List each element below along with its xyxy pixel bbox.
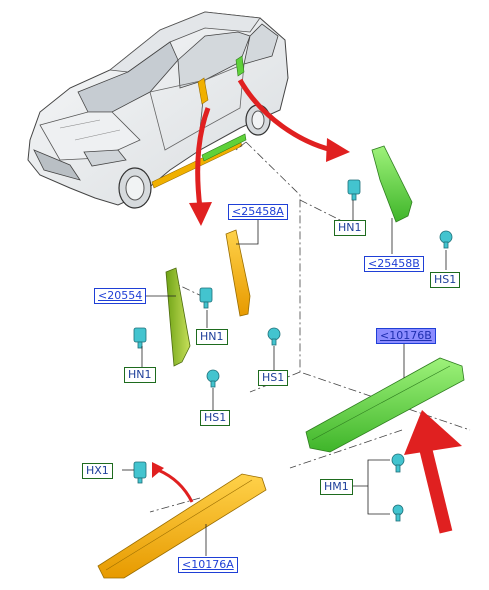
fastener-hs1-left[interactable]: HS1 [200, 410, 231, 426]
part-ref-10176a[interactable]: <10176A [178, 557, 238, 573]
fastener-hm1[interactable]: HM1 [320, 479, 353, 495]
red-arrow-icon [237, 78, 350, 162]
sill-trim-10176b [305, 357, 465, 453]
leader-lines [122, 200, 447, 556]
fastener-hn1-mid[interactable]: HN1 [196, 329, 228, 345]
red-arrow-icon [152, 462, 194, 503]
fastener-hn1-right[interactable]: HN1 [334, 220, 366, 236]
clip-icon [199, 287, 213, 309]
pillar-trim-25458b [371, 145, 413, 223]
fastener-hs1-mid[interactable]: HS1 [258, 370, 289, 386]
fastener-hs1-right[interactable]: HS1 [430, 272, 461, 288]
screw-icon [391, 453, 405, 473]
sill-trim-10176a [97, 473, 267, 579]
clip-icon [347, 179, 361, 201]
part-ref-20554[interactable]: <20554 [94, 288, 147, 304]
screw-icon [392, 504, 404, 522]
red-arrow-icon [404, 410, 462, 534]
screw-icon [267, 327, 281, 346]
pillar-trim-25458a [225, 229, 251, 317]
fastener-hn1-left[interactable]: HN1 [124, 367, 156, 383]
screw-icon [206, 369, 220, 388]
part-ref-25458a[interactable]: <25458A [228, 204, 288, 220]
clip-icon [133, 327, 147, 349]
part-ref-10176b[interactable]: <10176B [376, 328, 436, 344]
part-ref-25458b[interactable]: <25458B [364, 256, 424, 272]
fastener-hx1[interactable]: HX1 [82, 463, 113, 479]
car-icon [27, 11, 289, 209]
clip-icon [133, 461, 147, 484]
screw-icon [439, 230, 453, 249]
red-arrow-icon [189, 107, 212, 226]
pillar-trim-20554 [165, 267, 191, 367]
